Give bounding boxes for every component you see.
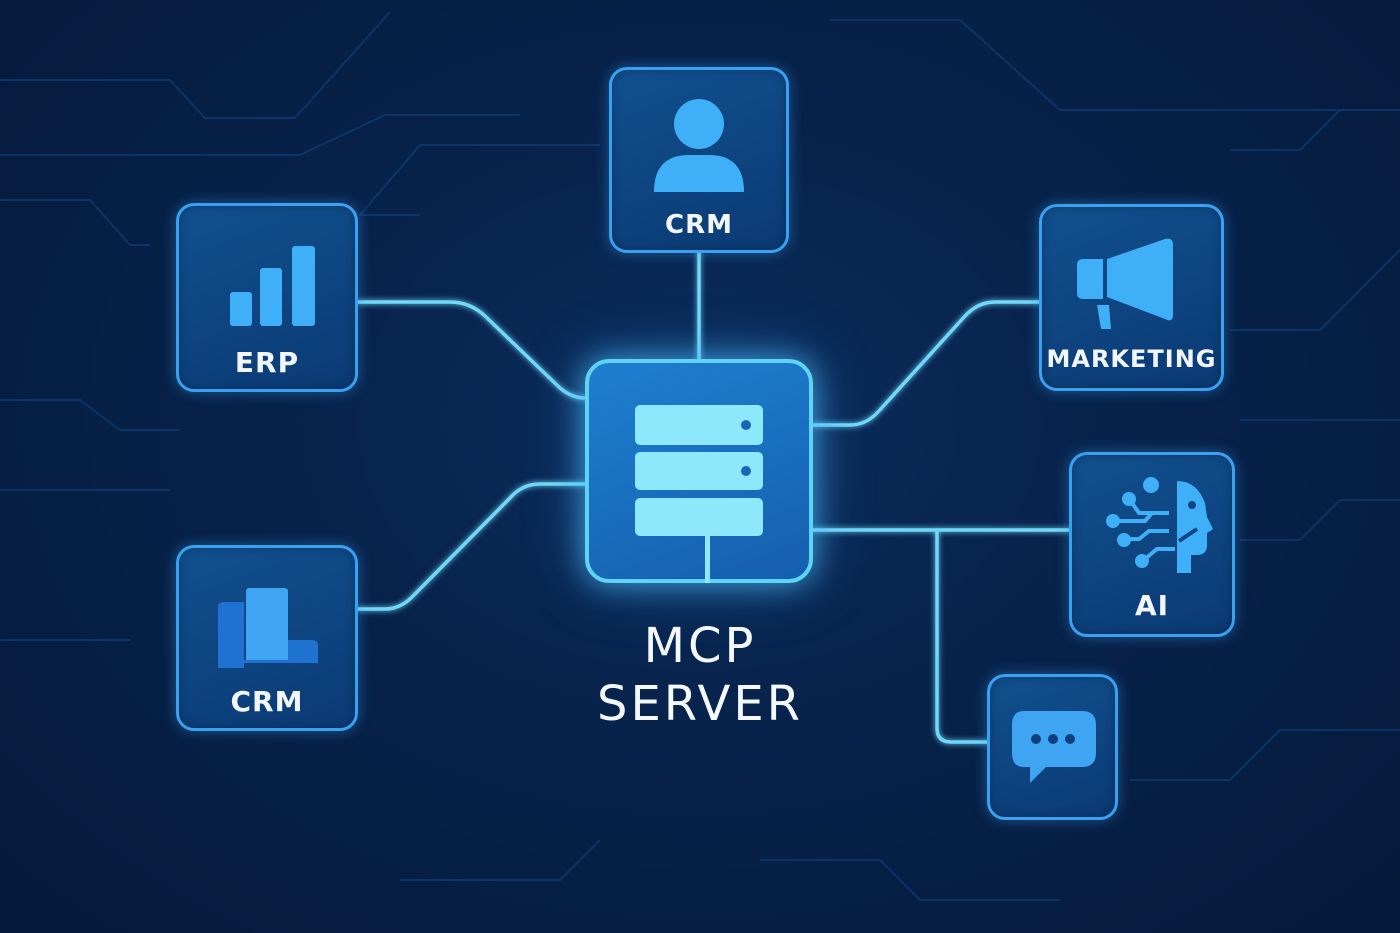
- node-label: CRM: [230, 685, 304, 718]
- bg-trace: [0, 11, 391, 119]
- megaphone-icon: [1077, 238, 1173, 329]
- hub-title-line2: SERVER: [596, 676, 804, 732]
- node-erp[interactable]: ERP: [176, 203, 358, 392]
- node-label: AI: [1134, 589, 1170, 622]
- bg-trace: [400, 839, 601, 881]
- bg-trace: [1230, 249, 1400, 331]
- bg-trace: [760, 859, 1060, 901]
- node-chat[interactable]: [987, 674, 1118, 820]
- mcp-server-hub[interactable]: [585, 359, 813, 583]
- node-crm-bottom[interactable]: CRM: [176, 545, 358, 731]
- bg-trace: [830, 19, 1400, 111]
- connector-chat: [935, 528, 990, 744]
- connector-marketing: [811, 300, 1042, 427]
- connector-crm-bottom: [355, 482, 587, 611]
- node-marketing[interactable]: MARKETING: [1039, 204, 1224, 391]
- bg-trace: [0, 114, 520, 156]
- bar-chart-icon: [230, 246, 315, 326]
- user-icon: [654, 99, 744, 192]
- server-rack-icon: [635, 405, 763, 583]
- node-label: MARKETING: [1046, 345, 1217, 373]
- node-ai[interactable]: AI: [1069, 452, 1235, 637]
- node-label: CRM: [665, 210, 733, 240]
- chat-bubble-icon: [1012, 711, 1096, 783]
- ai-head-circuit-icon: [1106, 477, 1213, 573]
- bg-trace: [1240, 499, 1400, 541]
- bg-trace: [357, 144, 600, 216]
- bg-trace: [1130, 729, 1400, 781]
- bg-trace: [1230, 109, 1341, 151]
- node-crm-top[interactable]: CRM: [609, 67, 789, 253]
- bg-trace: [0, 199, 150, 246]
- node-label: ERP: [234, 346, 300, 379]
- building-chart-icon: [218, 588, 318, 668]
- connector-erp: [355, 300, 587, 400]
- bg-trace: [0, 399, 180, 431]
- hub-title-line1: MCP: [643, 618, 757, 674]
